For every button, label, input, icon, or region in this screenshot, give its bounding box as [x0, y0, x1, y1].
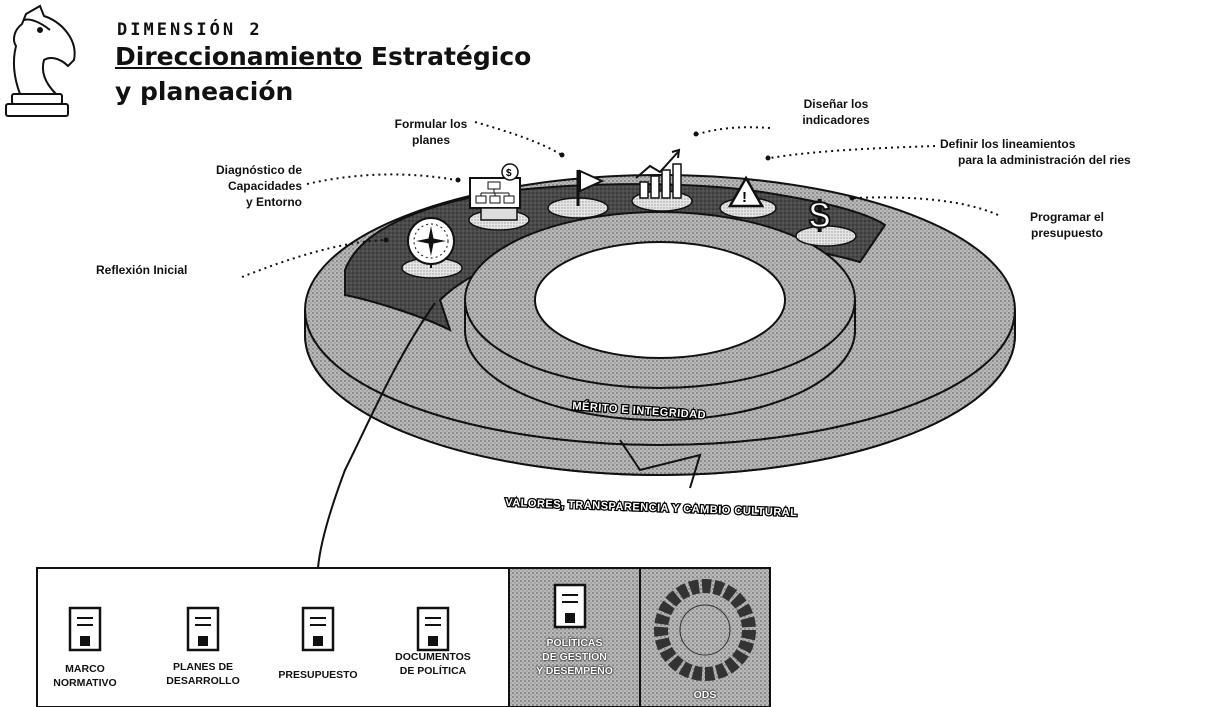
compass-icon	[407, 217, 455, 268]
document-icon	[416, 606, 450, 652]
step-label-formular: Formular los planes	[394, 117, 468, 147]
svg-text:$: $	[506, 168, 512, 179]
sdg-wheel-icon	[654, 579, 756, 681]
dollar-sign-icon: $	[808, 194, 831, 238]
step-label-definir: Definir los lineamientos para la adminis…	[940, 137, 1131, 167]
knight-chess-icon	[5, 4, 76, 117]
org-chart-icon: $	[469, 163, 521, 221]
document-icon	[68, 606, 102, 652]
bar-chart-growth-icon	[635, 148, 682, 199]
callout-arrows	[241, 121, 999, 278]
page-subtitle: y planeación	[115, 77, 294, 106]
step-label-disenar: Diseñar los indicadores	[802, 97, 870, 127]
title-underlined: Direccionamiento	[115, 42, 363, 71]
document-icon	[186, 606, 220, 652]
inner-ring-platform	[464, 211, 856, 421]
dimension-label: DIMENSIÓN 2	[117, 20, 263, 40]
document-icon	[553, 583, 587, 629]
title-rest: Estratégico	[362, 42, 532, 71]
step-label-diagnostico: Diagnóstico de Capacidades y Entorno	[215, 163, 302, 209]
connector-line	[317, 302, 436, 569]
doc-label-presupuesto: PRESUPUESTO	[278, 669, 358, 681]
step-label-reflexion: Reflexión Inicial	[96, 263, 188, 277]
callout-arrow-heads	[383, 131, 855, 243]
outer-ring-label: VALORES, TRANSPARENCIA Y CAMBIO CULTURAL	[505, 497, 798, 519]
step-pad-programar	[795, 225, 857, 247]
flag-icon	[576, 169, 605, 206]
page-title: Direccionamiento Estratégico	[115, 42, 531, 71]
documents-panel	[36, 567, 771, 707]
outer-ring-crack	[619, 439, 702, 489]
svg-text:!: !	[742, 189, 747, 206]
svg-text:$: $	[809, 195, 830, 237]
warning-triangle-icon: !	[727, 175, 765, 208]
step-label-programar: Programar el presupuesto	[1029, 210, 1105, 240]
document-icon	[301, 606, 335, 652]
doc-label-ods: ODS	[693, 689, 717, 701]
